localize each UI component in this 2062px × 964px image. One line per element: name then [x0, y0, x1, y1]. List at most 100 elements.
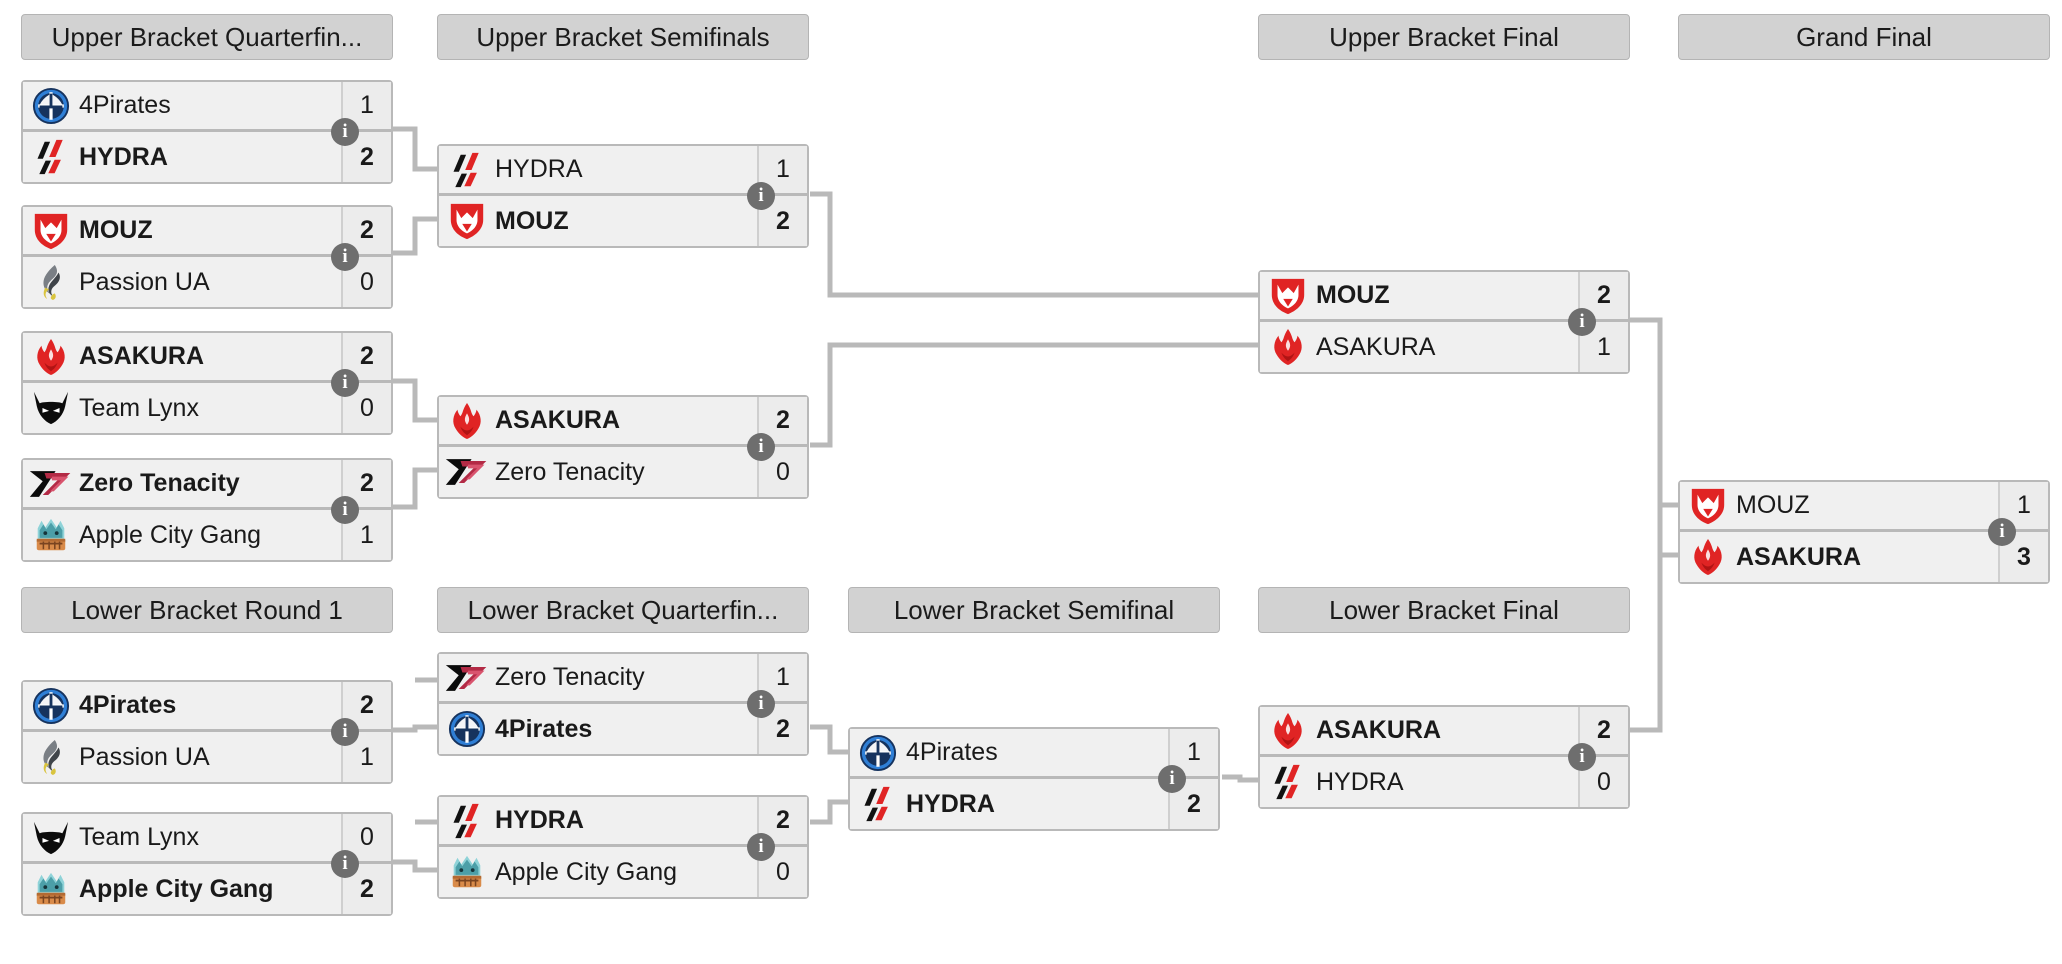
- round-header-lb-f: Lower Bracket Final: [1258, 587, 1630, 633]
- logo-zero-tenacity: [445, 459, 487, 485]
- match-info-icon[interactable]: i: [747, 182, 775, 210]
- match-info-icon[interactable]: i: [747, 690, 775, 718]
- match-info-icon[interactable]: i: [1568, 308, 1596, 336]
- round-header-gf: Grand Final: [1678, 14, 2050, 60]
- team-logo-4pirates: [850, 728, 906, 778]
- team-score-bottom: 0: [757, 847, 807, 897]
- logo-mouz: [34, 213, 68, 249]
- team-name-top: Zero Tenacity: [79, 469, 240, 497]
- team-name-top: 4Pirates: [79, 691, 177, 719]
- logo-hydra: [864, 786, 890, 822]
- team-logo-asakura: [1260, 706, 1316, 756]
- logo-mouz: [1271, 278, 1305, 314]
- team-logo-hydra: [439, 796, 495, 846]
- match-info-icon[interactable]: i: [331, 496, 359, 524]
- team-name-bottom: Passion UA: [79, 267, 210, 296]
- team-name-bottom: HYDRA: [79, 142, 168, 171]
- team-name-bottom: Apple City Gang: [495, 857, 678, 886]
- team-score-top: 1: [341, 82, 391, 129]
- team-logo-asakura: [439, 396, 495, 446]
- round-header-lb-sf: Lower Bracket Semifinal: [848, 587, 1220, 633]
- match-info-icon[interactable]: i: [331, 369, 359, 397]
- team-name-bottom: Team Lynx: [79, 393, 199, 422]
- logo-4pirates: [859, 734, 897, 771]
- team-logo-mouz: [23, 206, 79, 256]
- team-logo-4pirates: [439, 704, 495, 754]
- team-name-top: ASAKURA: [1316, 716, 1441, 744]
- logo-mouz: [1691, 488, 1725, 524]
- logo-asakura: [1274, 329, 1302, 365]
- team-logo-applecity: [23, 510, 79, 560]
- team-logo-4pirates: [23, 681, 79, 731]
- match-info-icon[interactable]: i: [1158, 765, 1186, 793]
- logo-apple-city-gang: [36, 518, 66, 551]
- team-name-bottom: Apple City Gang: [79, 520, 262, 549]
- team-name-top: Zero Tenacity: [495, 663, 645, 691]
- team-name-bottom: Apple City Gang: [79, 874, 274, 903]
- match-info-icon[interactable]: i: [331, 118, 359, 146]
- round-header-ub-qf: Upper Bracket Quarterfin...: [21, 14, 393, 60]
- round-header-ub-sf: Upper Bracket Semifinals: [437, 14, 809, 60]
- team-name-bottom: HYDRA: [906, 789, 995, 818]
- team-logo-applecity: [439, 847, 495, 897]
- team-logo-hydra: [850, 779, 906, 829]
- logo-hydra: [37, 139, 63, 175]
- logo-asakura: [453, 402, 481, 439]
- team-name-bottom: HYDRA: [1316, 767, 1404, 796]
- team-name-bottom: MOUZ: [495, 206, 569, 235]
- team-logo-zerotenacity: [439, 447, 495, 497]
- team-logo-zerotenacity: [23, 459, 79, 509]
- team-logo-mouz: [439, 196, 495, 246]
- match-row-bottom[interactable]: Apple City Gang 0: [439, 847, 807, 897]
- team-logo-zerotenacity: [439, 653, 495, 703]
- team-name-bottom: 4Pirates: [495, 714, 593, 743]
- match-info-icon[interactable]: i: [331, 718, 359, 746]
- team-name-bottom: ASAKURA: [1316, 332, 1436, 361]
- match-info-icon[interactable]: i: [331, 850, 359, 878]
- match-info-icon[interactable]: i: [747, 833, 775, 861]
- logo-4pirates: [32, 87, 70, 124]
- team-logo-lynx: [23, 383, 79, 433]
- team-name-bottom: Zero Tenacity: [495, 457, 645, 486]
- team-name-top: ASAKURA: [495, 406, 620, 434]
- logo-zero-tenacity: [445, 664, 487, 691]
- match-info-icon[interactable]: i: [747, 433, 775, 461]
- match-info-icon[interactable]: i: [1568, 743, 1596, 771]
- match-info-icon[interactable]: i: [331, 243, 359, 271]
- match-info-icon[interactable]: i: [1988, 518, 2016, 546]
